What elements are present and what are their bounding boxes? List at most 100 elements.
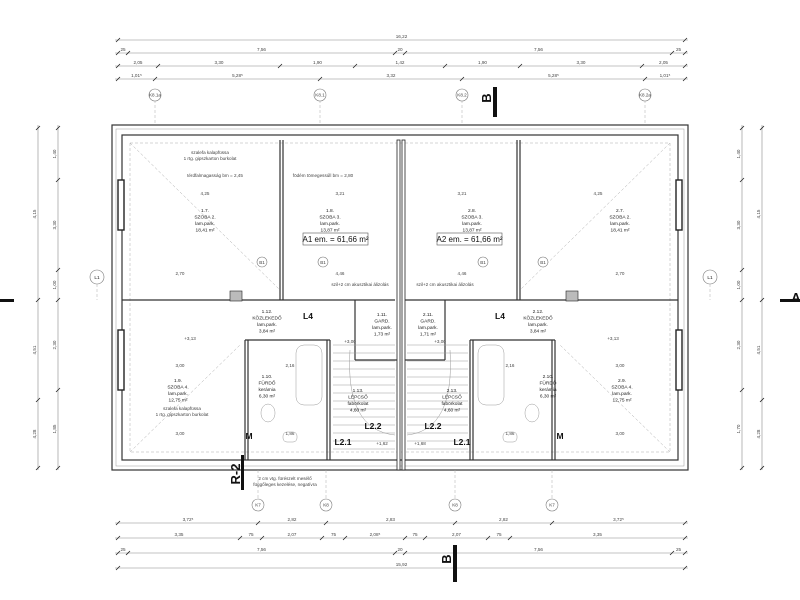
bathtub-right [477, 344, 505, 406]
tag-l22-left: L2.2 [364, 421, 381, 431]
interior-dimension: 4,25 [594, 191, 603, 196]
svg-text:B1: B1 [540, 260, 546, 265]
room-no: 1.10. [262, 374, 273, 380]
dimension-tick [759, 297, 765, 303]
dimension-value: 2,82 [288, 517, 297, 522]
axis-bubble [251, 498, 265, 512]
room-area: 3,84 m² [259, 329, 276, 335]
section-a-right-bar [780, 299, 800, 302]
dimension-tick [549, 520, 555, 526]
room-no: 2.8. [468, 208, 476, 214]
room-name: LÉPCSŐ [442, 394, 462, 401]
dimension-value: 15,92 [396, 562, 408, 567]
level-mark-right: +3,13 [607, 336, 619, 341]
room-floor: kerámia [258, 387, 275, 393]
interior-dimension: 2,16 [286, 363, 295, 368]
dimension-value: 1,00 [52, 280, 57, 289]
bathroom-fixtures [260, 344, 540, 443]
dimension-value: 3,35 [175, 532, 184, 537]
note-bottom-left-1: szalefa kalapfüssa [163, 406, 201, 411]
section-r2-bar [241, 455, 244, 490]
staircases [333, 344, 468, 450]
dimension-tick [739, 267, 745, 273]
interior-dimension: 3,00 [616, 431, 625, 436]
room-area: 18,41 m² [611, 228, 630, 234]
dimension-value: 7,56 [534, 47, 543, 52]
room-no: 1.13. [353, 388, 364, 394]
room-name: GARD. [374, 319, 389, 325]
axis-bubble [455, 88, 469, 102]
room-area: 18,41 m² [196, 228, 215, 234]
dimension-tick [55, 387, 61, 393]
dimension-tick [115, 76, 121, 82]
dimension-tick [402, 550, 408, 556]
dimension-value: 1,00 [736, 280, 741, 289]
room-area: 3,84 m² [530, 329, 547, 335]
dimension-value: 3,32 [387, 73, 396, 78]
room-area: 6,30 m² [259, 394, 276, 400]
room-area: 1,71 m² [420, 332, 437, 338]
dimension-tick [115, 63, 121, 69]
room-floor: fabörkolat [441, 401, 463, 407]
dimension-value: 3,30 [52, 220, 57, 229]
dimension-tick [682, 550, 688, 556]
tag-l21-right: L2.1 [453, 437, 470, 447]
dimension-value: 20 [397, 47, 403, 52]
dimension-tick [739, 387, 745, 393]
dimension-value: 3,72⁵ [613, 517, 624, 522]
dimension-tick [739, 177, 745, 183]
dimension-value: 25 [676, 47, 682, 52]
dimension-value: 3,30 [736, 220, 741, 229]
svg-text:B1: B1 [259, 260, 265, 265]
room-floor: lam.park. [610, 221, 630, 227]
axis-label: L1 [707, 275, 713, 281]
dimension-tick [507, 535, 513, 541]
dimension-tick [115, 535, 121, 541]
dimension-tick [125, 50, 131, 56]
room-label: 2.9.SZOBA 4.lam.park.12,75 m² [611, 378, 632, 404]
element-tags: L4 L4 L2.2 L2.2 L2.1 L2.1 M M B1 B1 B1 B… [184, 256, 619, 447]
room-floor: lam.park. [462, 221, 482, 227]
dimension-tick [115, 37, 121, 43]
interior-dimension: 2,70 [616, 271, 625, 276]
toilet-left [282, 431, 298, 443]
axis-label: K8.2a [639, 93, 651, 98]
dimension-tick [55, 267, 61, 273]
dimension-value: 7,56 [257, 547, 266, 552]
section-markers: B B A R-2 [0, 87, 800, 582]
axis-label: K7 [255, 503, 261, 508]
interior-dimension: 3,21 [336, 191, 345, 196]
dimension-value: 3,30 [577, 60, 586, 65]
axis-bubble [319, 498, 333, 512]
room-no: 1.12. [262, 309, 273, 315]
dimension-tick [55, 297, 61, 303]
dimension-value: 75 [331, 532, 337, 537]
dimension-value: 1,70 [736, 424, 741, 433]
dimension-tick [319, 535, 325, 541]
area-a1-label: A1 em. = 61,66 m² [302, 235, 368, 244]
section-b-top-label: B [479, 93, 494, 102]
room-floor: lam.park. [195, 221, 215, 227]
room-name: KÖZLEKEDŐ [252, 315, 282, 322]
dimension-value: 1,40 [52, 149, 57, 158]
dimension-value: 2,05 [134, 60, 143, 65]
room-no: 2.11. [423, 312, 433, 318]
level-mark-landing-right: +1,68 [414, 441, 426, 446]
dimension-tick [55, 177, 61, 183]
room-name: SZOBA 3. [319, 215, 340, 221]
dimension-value: 4,51 [32, 345, 37, 354]
axis-label: K8.1a [149, 93, 161, 98]
room-labels: 1.7.SZOBA 2.lam.park.18,41 m²1.8.SZOBA 3… [167, 208, 632, 414]
washbasin-right [524, 403, 540, 423]
axis-bubble [313, 88, 327, 102]
axis-bubble [148, 88, 162, 102]
axis-label: K8 [452, 503, 458, 508]
level-mark-stair-right: +3,00 [434, 339, 446, 344]
room-area: 4,60 m² [444, 408, 461, 414]
room-area: 1,73 m² [374, 332, 391, 338]
